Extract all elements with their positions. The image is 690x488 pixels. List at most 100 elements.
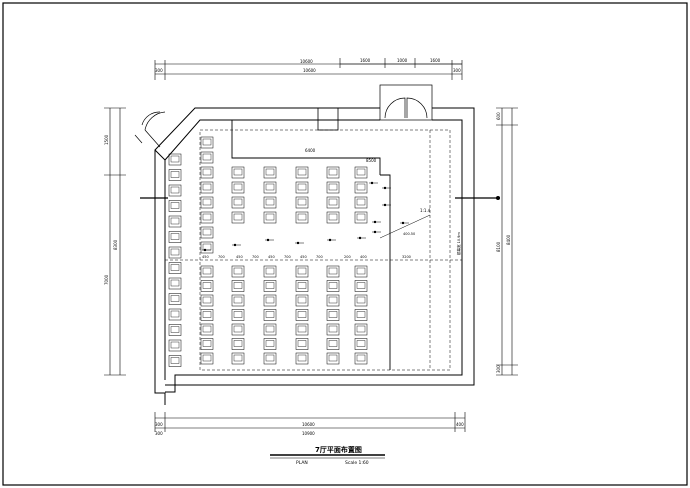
dim-top-row2-total: 10600 — [303, 68, 316, 73]
seat — [263, 323, 277, 336]
seat — [200, 136, 214, 149]
seat — [200, 196, 214, 209]
seat-cushion — [328, 198, 338, 206]
seat — [200, 323, 214, 336]
seat — [168, 215, 182, 228]
seat — [200, 181, 214, 194]
seat-cushion — [202, 168, 212, 176]
seat-cushion — [328, 340, 338, 347]
seat — [231, 280, 245, 292]
seat — [168, 200, 182, 212]
seat-cushion — [297, 282, 307, 289]
seat — [295, 323, 309, 336]
seat — [326, 211, 340, 224]
seat-cushion — [356, 267, 366, 275]
seat-cushion — [170, 326, 180, 333]
aisle-label: 400 — [360, 255, 367, 259]
seat — [168, 293, 182, 305]
level-marker-dot — [383, 186, 387, 190]
seat — [200, 211, 214, 224]
seat — [326, 265, 340, 278]
seat-cushion — [233, 325, 243, 333]
aisle-label: 700 — [252, 255, 259, 259]
seat-cushion — [297, 296, 307, 304]
seat — [295, 265, 309, 278]
seat-cushion — [202, 282, 212, 289]
seat-cushion — [328, 183, 338, 191]
dim-bottom-row2-total: 10900 — [302, 431, 315, 436]
seat — [295, 294, 309, 307]
left-dimensions — [104, 107, 126, 376]
projection-booth — [317, 107, 339, 131]
seat-cushion — [328, 213, 338, 221]
seat — [326, 166, 340, 179]
seat-cushion — [297, 354, 307, 362]
seat — [326, 309, 340, 321]
seat-cushion — [233, 213, 243, 221]
seat-cushion — [170, 217, 180, 225]
seat-cushion — [170, 295, 180, 302]
level-markers — [202, 181, 409, 252]
seat-cushion — [328, 354, 338, 362]
seat — [354, 294, 368, 307]
aisle-label: 450 — [268, 255, 275, 259]
seat-cushion — [202, 340, 212, 347]
aisle-label: 700 — [218, 255, 225, 259]
seat — [231, 294, 245, 307]
seat-cushion — [297, 198, 307, 206]
seat-cushion — [328, 311, 338, 318]
seat-cushion — [328, 267, 338, 275]
level-marker-dot — [401, 221, 405, 225]
seat-cushion — [202, 296, 212, 304]
seat — [168, 231, 182, 243]
aisle-label: 700 — [284, 255, 291, 259]
level-marker-dot — [370, 181, 374, 185]
dim-top-outer-right: 300 — [453, 68, 461, 73]
aisle-label: 450 — [300, 255, 307, 259]
seat-cushion — [170, 357, 180, 364]
seat — [295, 196, 309, 209]
seat-cushion — [170, 202, 180, 209]
seat — [200, 280, 214, 292]
level-marker-dot — [373, 220, 377, 224]
axis-marker-right — [496, 196, 500, 200]
seat-cushion — [297, 183, 307, 191]
level-marker-dot — [266, 238, 270, 242]
seat-cushion — [170, 248, 180, 256]
seat — [326, 338, 340, 350]
seat — [231, 196, 245, 209]
seat — [263, 338, 277, 350]
seat-cushion — [170, 310, 180, 318]
seat-cushion — [170, 341, 180, 349]
dim-right-top: 600 — [496, 112, 501, 120]
seat — [295, 166, 309, 179]
seat — [168, 153, 182, 166]
seat — [326, 196, 340, 209]
seat-cushion — [233, 296, 243, 304]
seat — [263, 265, 277, 278]
seat — [200, 338, 214, 350]
aisle-label: 200 — [344, 255, 351, 259]
level-marker-dot — [373, 230, 377, 234]
seat — [295, 181, 309, 194]
seat — [263, 196, 277, 209]
seat-cushion — [265, 198, 275, 206]
seat-cushion — [202, 228, 212, 236]
seat-cushion — [328, 325, 338, 333]
seat-cushion — [233, 183, 243, 191]
seat-cushion — [170, 186, 180, 194]
seat — [200, 309, 214, 321]
seat-cushion — [265, 340, 275, 347]
seat — [354, 181, 368, 194]
seat — [354, 166, 368, 179]
seat-cushion — [265, 282, 275, 289]
seat — [326, 352, 340, 365]
seat — [263, 280, 277, 292]
seat-cushion — [202, 325, 212, 333]
seat-cushion — [356, 311, 366, 318]
level-marker-dot — [358, 236, 362, 240]
aisle-label: 700 — [316, 255, 323, 259]
seat — [295, 280, 309, 292]
bottom-dimensions — [154, 412, 466, 432]
seat — [295, 309, 309, 321]
